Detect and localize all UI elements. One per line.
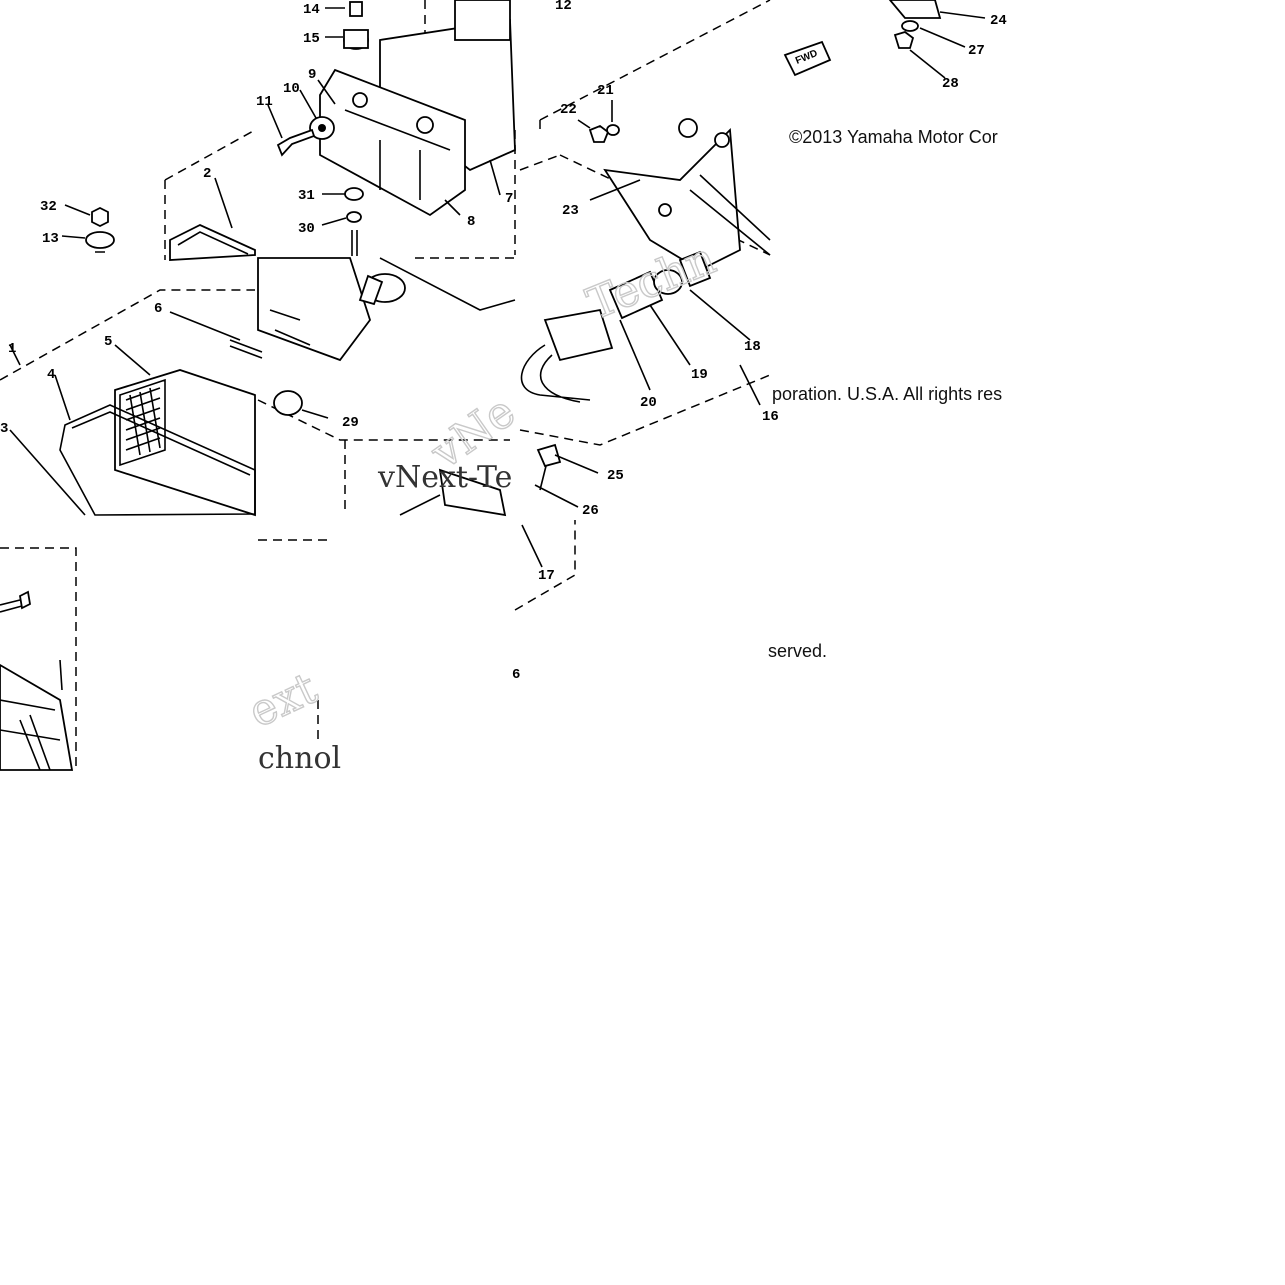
- part-label-12: 12: [555, 0, 572, 14]
- part-label-1: 1: [8, 341, 16, 357]
- part-label-25: 25: [607, 468, 624, 484]
- part-label-28: 28: [942, 76, 959, 92]
- part-label-30: 30: [298, 221, 315, 237]
- part-label-4: 4: [47, 367, 55, 383]
- part-label-32: 32: [40, 199, 57, 215]
- part-label-27: 27: [968, 43, 985, 59]
- copyright-line-1: ©2013 Yamaha Motor Cor: [789, 127, 998, 147]
- part-label-10: 10: [283, 81, 300, 97]
- part-label-8: 8: [467, 214, 475, 230]
- stray-label: 6: [512, 667, 520, 683]
- part-label-22: 22: [560, 102, 577, 118]
- part-label-26: 26: [582, 503, 599, 519]
- part-label-11: 11: [256, 94, 273, 110]
- part-label-21: 21: [597, 83, 614, 99]
- part-label-3: 3: [0, 421, 8, 437]
- watermark-ext: ext: [241, 663, 325, 738]
- watermark-techn: Techn: [580, 233, 723, 330]
- part-labels: 1 2 3 4 5 6 7 8 9 10 11 12 13 14 15 16 1…: [0, 0, 1007, 683]
- part-label-15: 15: [303, 31, 320, 47]
- watermark-chnol: chnol: [258, 741, 341, 776]
- part-label-24: 24: [990, 13, 1007, 29]
- part-label-31: 31: [298, 188, 315, 204]
- part-label-9: 9: [308, 67, 316, 83]
- part-label-13: 13: [42, 231, 59, 247]
- part-label-18: 18: [744, 339, 761, 355]
- part-label-20: 20: [640, 395, 657, 411]
- part-label-14: 14: [303, 2, 320, 18]
- part-label-5: 5: [104, 334, 112, 350]
- part-label-6: 6: [154, 301, 162, 317]
- part-label-17: 17: [538, 568, 555, 584]
- part-label-19: 19: [691, 367, 708, 383]
- copyright-line-3: served.: [768, 641, 828, 661]
- tile-lower-strip: [258, 539, 330, 745]
- tile-lens: [0, 204, 263, 517]
- part-label-16: 16: [762, 409, 779, 425]
- part-label-2: 2: [203, 166, 211, 182]
- tile-housing: [257, 257, 516, 517]
- part-label-29: 29: [342, 415, 359, 431]
- tile-side-light: [514, 0, 986, 611]
- part-label-7: 7: [505, 191, 513, 207]
- part-label-23: 23: [562, 203, 579, 219]
- tile-bracket: [164, 0, 516, 261]
- watermark-vnext: vNext-Te: [377, 460, 512, 495]
- copyright-line-2: poration. U.S.A. All rights res: [772, 384, 1003, 404]
- tile-bottom-light: [0, 547, 77, 771]
